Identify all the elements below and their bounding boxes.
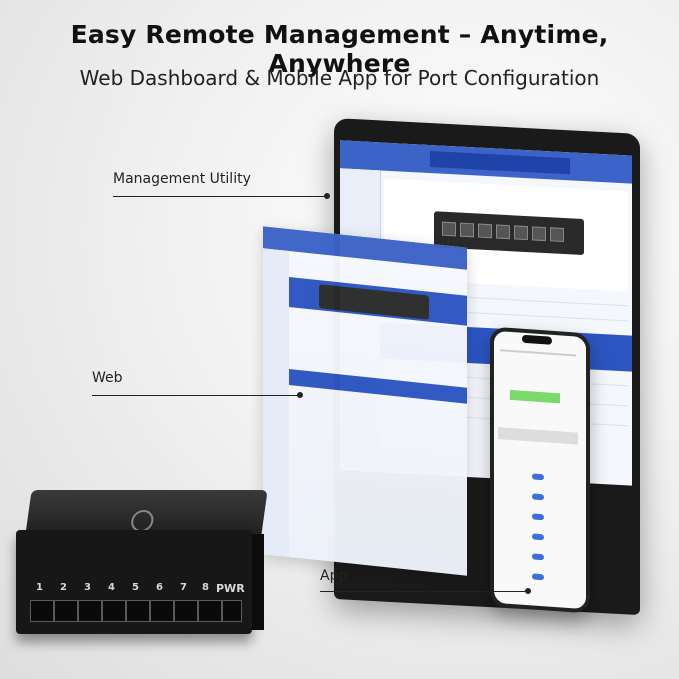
callout-line-app xyxy=(320,591,528,592)
callout-management-utility: Management Utility xyxy=(113,171,251,187)
phone-notch xyxy=(522,334,552,345)
callout-line-management xyxy=(113,196,328,197)
headline: Easy Remote Management – Anytime, Anywhe… xyxy=(70,20,609,78)
ethernet-port-icon xyxy=(30,600,54,622)
ethernet-port-icon xyxy=(126,600,150,622)
web-blue-band-lower xyxy=(289,369,467,404)
brand-logo-icon xyxy=(129,510,155,532)
port-label: 8 xyxy=(202,582,209,593)
device-side xyxy=(252,534,264,630)
callout-dot-app xyxy=(525,588,531,594)
phone-app-illustration xyxy=(490,326,590,614)
port-label: 5 xyxy=(132,582,139,593)
subline: Web Dashboard & Mobile App for Port Conf… xyxy=(79,66,600,90)
callout-web: Web xyxy=(92,370,123,386)
port-label: 3 xyxy=(84,582,91,593)
port-label: 6 xyxy=(156,582,163,593)
callout-app: App xyxy=(320,568,348,584)
network-switch-device: 1 2 3 4 5 6 7 8 PWR xyxy=(16,490,268,638)
ethernet-port-icon xyxy=(54,600,78,622)
phone-header-line xyxy=(500,349,576,357)
callout-line-web xyxy=(92,395,300,396)
ethernet-port-icon xyxy=(78,600,102,622)
ethernet-port-icon xyxy=(150,600,174,622)
phone-tab-bar xyxy=(498,427,578,445)
ethernet-port-icon xyxy=(174,600,198,622)
ethernet-port-icon xyxy=(198,600,222,622)
port-label: 2 xyxy=(60,582,67,593)
ethernet-port-icon xyxy=(102,600,126,622)
power-port-icon xyxy=(222,600,242,622)
web-blue-band xyxy=(289,277,467,326)
web-device-picture xyxy=(319,284,429,320)
port-label: 7 xyxy=(180,582,187,593)
power-label: PWR xyxy=(216,582,245,595)
device-front-panel: 1 2 3 4 5 6 7 8 PWR xyxy=(16,530,252,634)
callout-dot-management xyxy=(324,193,330,199)
callout-dot-web xyxy=(297,392,303,398)
web-dashboard-screen xyxy=(263,226,467,576)
phone-port-status xyxy=(510,389,560,404)
port-label: 4 xyxy=(108,582,115,593)
port-label: 1 xyxy=(36,582,43,593)
web-sidebar xyxy=(263,248,289,558)
